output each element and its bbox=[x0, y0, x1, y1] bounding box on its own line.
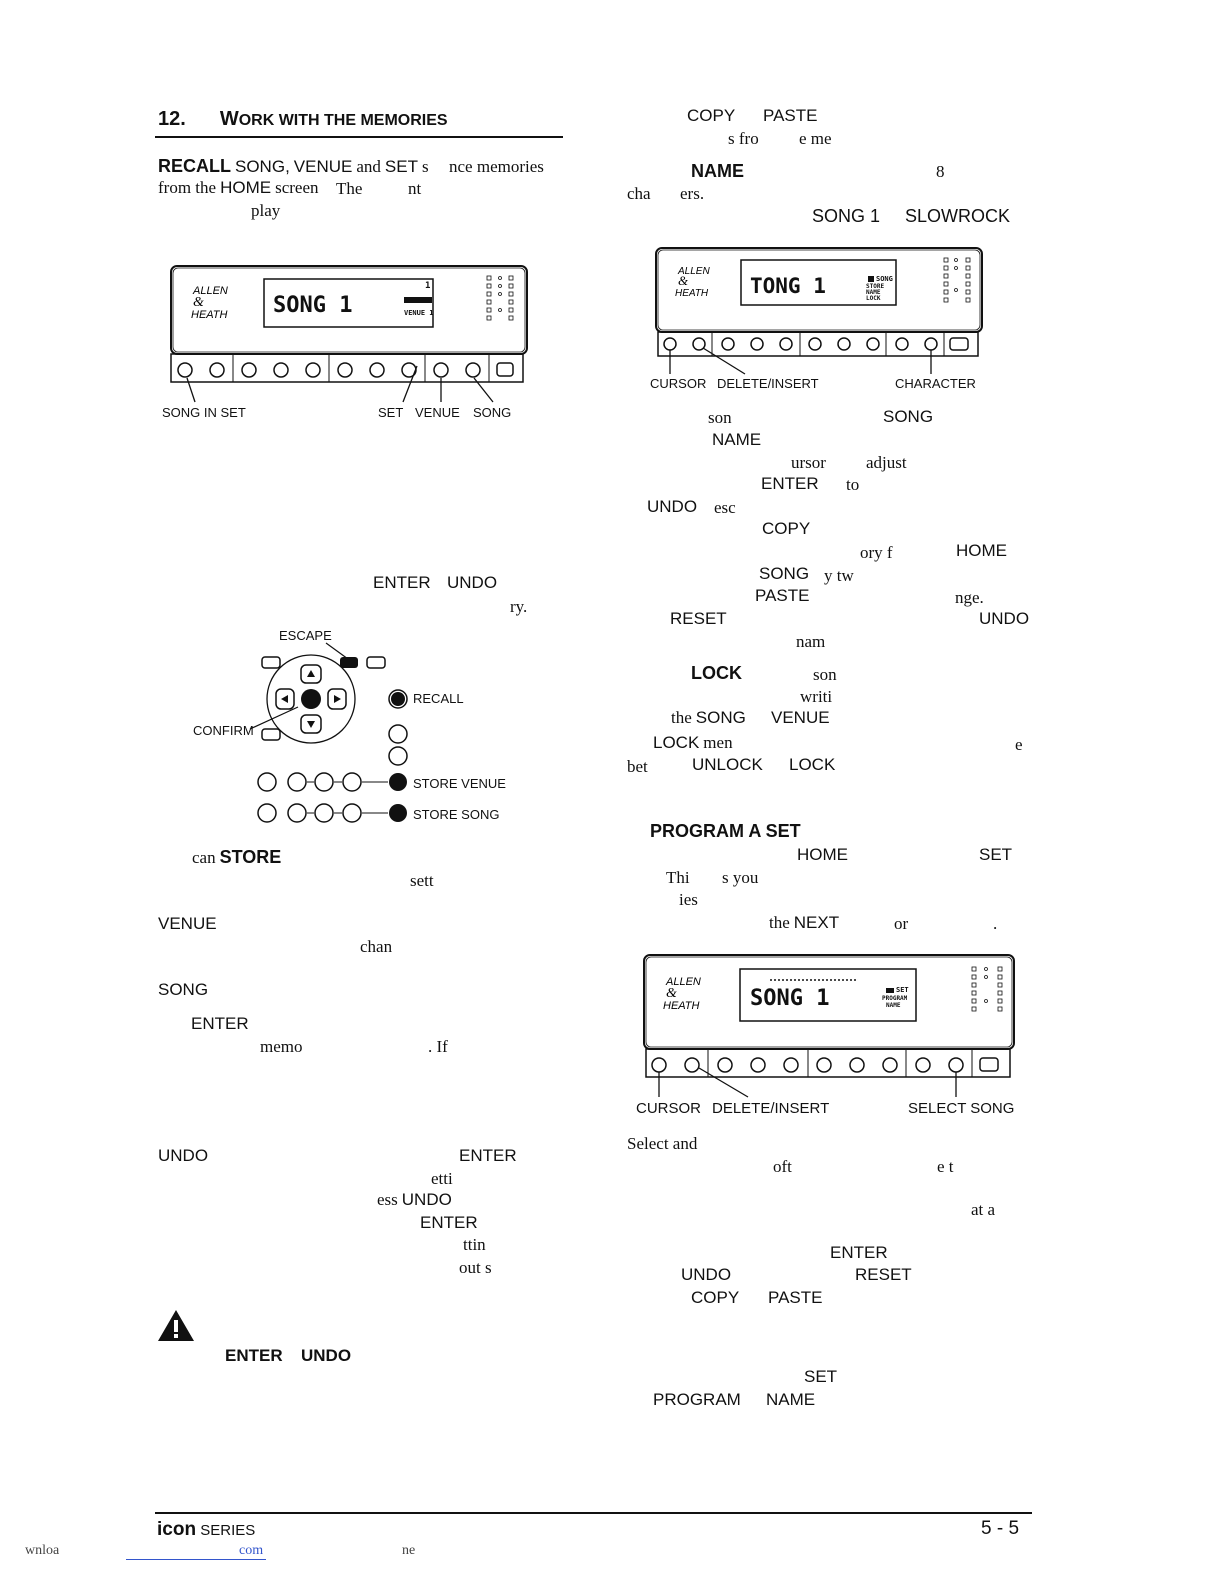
label-select-song: SELECT SONG bbox=[908, 1100, 1015, 1117]
console-figure-recall: ALLEN & HEATH bbox=[170, 265, 528, 403]
footer-link[interactable]: com bbox=[239, 1543, 264, 1558]
svg-text:&: & bbox=[193, 295, 204, 310]
svg-text:ALLEN: ALLEN bbox=[192, 285, 228, 297]
svg-text:&: & bbox=[678, 273, 689, 288]
lcd-set-text: SONG 1 bbox=[750, 986, 830, 1011]
svg-text:&: & bbox=[666, 986, 677, 1001]
label-character: CHARACTER bbox=[895, 376, 976, 391]
warning-icon bbox=[158, 1310, 194, 1341]
label-escape: ESCAPE bbox=[279, 628, 332, 643]
svg-text:ALLEN: ALLEN bbox=[677, 266, 710, 277]
label-song-in-set: SONG IN SET bbox=[162, 405, 246, 420]
svg-text:HEATH: HEATH bbox=[675, 288, 709, 299]
section-number: 12. bbox=[158, 108, 186, 130]
label-recall: RECALL bbox=[413, 691, 464, 706]
footer-rule bbox=[155, 1512, 1032, 1514]
keypad-figure bbox=[249, 642, 408, 823]
page-number: 5 - 5 bbox=[981, 1518, 1020, 1539]
intro-line-2: from the HOME screen bbox=[158, 178, 319, 197]
label-store-venue: STORE VENUE bbox=[413, 776, 506, 791]
lcd-indicator bbox=[404, 297, 432, 303]
lcd-name-text: TONG 1 bbox=[750, 274, 826, 298]
intro-line-1: RECALL SONG, VENUE and SET s bbox=[158, 156, 429, 176]
svg-text:HEATH: HEATH bbox=[663, 1000, 700, 1012]
heading-rule bbox=[155, 136, 563, 138]
console-figure-name: ALLEN & HEATH bbox=[655, 247, 983, 375]
label-cursor: CURSOR bbox=[650, 376, 707, 391]
svg-text:HEATH: HEATH bbox=[191, 309, 228, 321]
label-confirm: CONFIRM bbox=[193, 723, 254, 738]
label-delete-insert: DELETE/INSERT bbox=[717, 376, 819, 391]
section-heading: 12.WORK WITH THE MEMORIES bbox=[158, 108, 448, 130]
footer-series: icon SERIES bbox=[157, 1519, 256, 1540]
intro-tail: nce memories bbox=[449, 157, 544, 176]
label-delete-insert-2: DELETE/INSERT bbox=[712, 1100, 830, 1117]
label-cursor-2: CURSOR bbox=[636, 1100, 702, 1117]
label-song: SONG bbox=[473, 405, 512, 420]
label-venue: VENUE bbox=[415, 405, 460, 420]
label-store-song: STORE SONG bbox=[413, 807, 500, 822]
footer-link-underline bbox=[126, 1559, 266, 1560]
program-a-set-heading: PROGRAM A SET bbox=[650, 821, 801, 841]
lcd-main-text: SONG 1 bbox=[273, 293, 353, 318]
label-set: SET bbox=[378, 405, 404, 420]
console-figure-set: ALLEN & HEATH bbox=[643, 954, 1015, 1098]
svg-text:ALLEN: ALLEN bbox=[665, 976, 701, 988]
store-line: can STORE bbox=[192, 847, 282, 867]
